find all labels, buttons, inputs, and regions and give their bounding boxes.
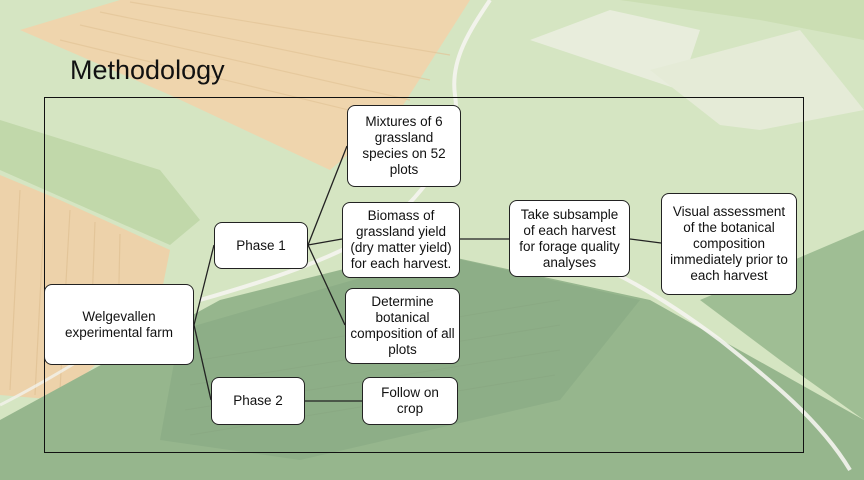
node-biomass-yield: Biomass of grassland yield (dry matter y…	[342, 202, 460, 278]
node-visual-assessment: Visual assessment of the botanical compo…	[661, 193, 797, 295]
node-phase-1: Phase 1	[214, 222, 308, 269]
link-subsample-visual	[629, 238, 662, 244]
link-phase1-mixtures	[307, 145, 348, 246]
node-label: Mixtures of 6 grassland species on 52 pl…	[362, 114, 446, 177]
link-phase1-botanical	[307, 244, 346, 326]
node-label: Phase 2	[233, 393, 283, 408]
node-label: Biomass of grassland yield (dry matter y…	[350, 208, 452, 271]
link-phase1-biomass	[307, 238, 343, 246]
node-label: Visual assessment of the botanical compo…	[670, 204, 788, 283]
node-label: Take subsample of each harvest for forag…	[519, 206, 620, 270]
node-label: Welgevallen experimental farm	[64, 308, 174, 340]
diagram-frame	[44, 97, 804, 453]
page-title: Methodology	[70, 55, 225, 85]
link-root-phase2	[193, 324, 212, 401]
node-label: Phase 1	[236, 237, 286, 253]
node-label: Determine botanical composition of all p…	[350, 294, 455, 357]
node-follow-on-crop: Follow on crop	[362, 377, 458, 425]
node-phase-2: Phase 2	[211, 377, 305, 425]
node-subsample: Take subsample of each harvest for forag…	[509, 200, 630, 277]
node-grassland-mixtures: Mixtures of 6 grassland species on 52 pl…	[347, 105, 461, 187]
node-botanical-composition: Determine botanical composition of all p…	[345, 288, 460, 364]
node-welgevallen-farm: Welgevallen experimental farm	[44, 284, 194, 365]
node-label: Follow on crop	[381, 385, 439, 416]
link-root-phase1	[193, 244, 215, 326]
